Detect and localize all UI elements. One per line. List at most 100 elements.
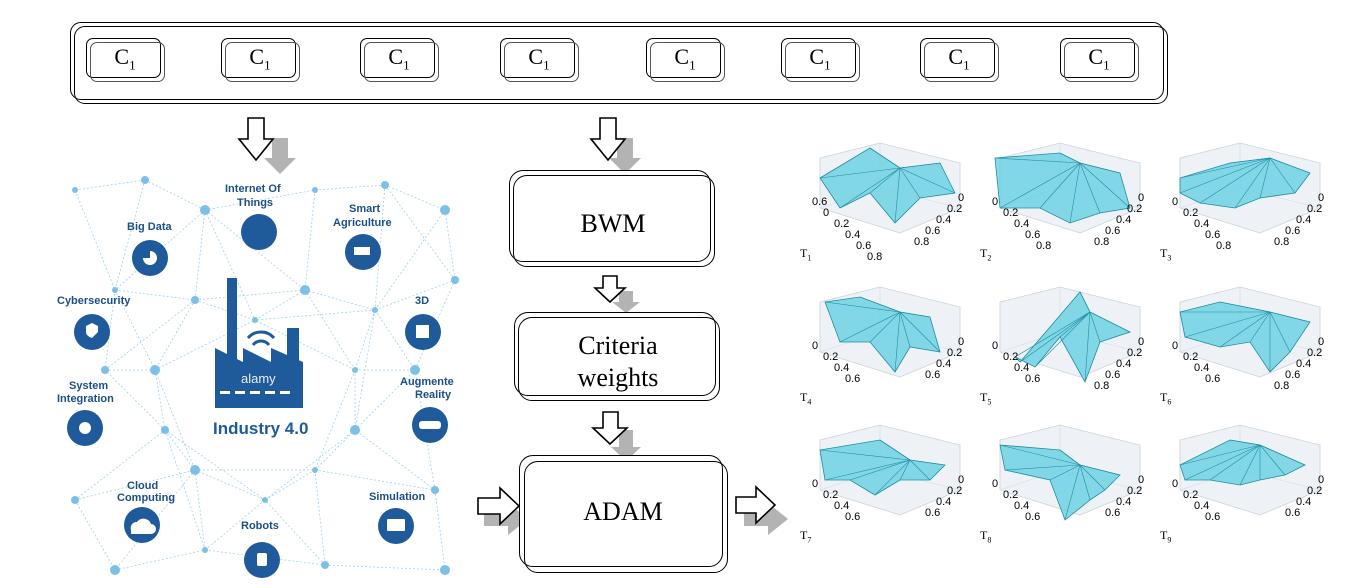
tick-label-left: 0.6	[1205, 373, 1221, 385]
network-node	[101, 366, 109, 374]
simulation-label: Simulation	[369, 491, 426, 503]
network-node	[190, 465, 200, 475]
criterion-box: C1	[781, 38, 860, 82]
tick-label-right: 0.6	[1105, 225, 1121, 237]
tick-label-right: 0.4	[936, 358, 952, 370]
network-node	[262, 497, 268, 503]
plot-label: T9	[1160, 528, 1172, 545]
cloud-label-2: Computing	[117, 492, 175, 504]
criteria-container	[70, 22, 1164, 100]
tick-label-right: 0.4	[936, 214, 952, 226]
tick-label-left: 0.4	[1194, 500, 1210, 512]
industry-center-label: Industry 4.0	[213, 419, 308, 438]
tick-label-right: 0	[1138, 192, 1145, 204]
network-node	[350, 425, 360, 435]
tick-label-left: 0.2	[1003, 489, 1019, 501]
criterion-box: C1	[360, 38, 439, 82]
tick-label-left: 0	[1172, 478, 1179, 490]
tick-label-right: 0.8	[1094, 236, 1110, 248]
tick-label-right: 0.2	[947, 203, 963, 215]
agriculture-label-1: Smart	[349, 203, 381, 215]
tick-label-left: 0.8	[1036, 240, 1052, 252]
big-data-label: Big Data	[127, 221, 173, 233]
plot-label: T7	[800, 528, 812, 545]
tick-label-left: 0.4	[1014, 500, 1030, 512]
tick-label-left: 0.4	[1194, 362, 1210, 374]
criterion-label: C1	[809, 44, 831, 73]
tick-label-right: 0.6	[925, 369, 941, 381]
plot-label: T5	[980, 390, 992, 407]
plot-label: T1	[800, 246, 812, 263]
criterion-label: C1	[674, 44, 696, 73]
tick-label-left: 0	[823, 207, 830, 219]
tick-label-left: 0.4	[1014, 362, 1030, 374]
network-node	[312, 187, 318, 193]
tick-label-right: 0.4	[1116, 358, 1132, 370]
tick-label-right: 0	[1318, 474, 1325, 486]
tick-label-left: 0.4	[845, 229, 861, 241]
criterion-box: C1	[920, 38, 999, 82]
tick-label-right: 0	[1318, 336, 1325, 348]
tick-label-right: 0.2	[947, 347, 963, 359]
network-node	[451, 276, 459, 284]
network-node	[150, 365, 160, 375]
arrow-shadow-mid3	[611, 430, 641, 461]
plot-label: T4	[800, 390, 812, 407]
criteria-weights-label-1: Criteria	[578, 331, 658, 360]
augmented-reality-label-2: Reality	[415, 389, 452, 401]
tick-label-left: 0.2	[834, 218, 850, 230]
tick-label-right: 0.6	[1105, 369, 1121, 381]
tick-label-left: 0	[992, 478, 999, 490]
network-node	[312, 467, 318, 473]
plot-label: T3	[1160, 246, 1172, 263]
tick-label-right: 0.4	[1296, 358, 1312, 370]
tick-label-right: 0	[1138, 474, 1145, 486]
3d-label: 3D	[415, 295, 429, 307]
criterion-box: C1	[86, 38, 165, 82]
network-node	[200, 205, 210, 215]
tick-label-left: 0.8	[867, 251, 883, 263]
tick-label-left: 0	[812, 478, 819, 490]
system-integration-label-2: Integration	[57, 393, 114, 405]
industry-illustration: alamy Industry 4.0 Internet Of Things Bi…	[57, 176, 459, 578]
tick-label-left: 0.8	[1216, 240, 1232, 252]
tick-label-left: 0.6	[845, 511, 861, 523]
tick-label-left: 0.6	[845, 373, 861, 385]
tick-label-right: 0.4	[1116, 214, 1132, 226]
tick-label-right: 0	[958, 192, 965, 204]
arrow-shadow-left	[264, 138, 296, 174]
network-node	[440, 205, 450, 215]
robots-label: Robots	[241, 520, 279, 532]
iot-label-1: Internet Of	[225, 183, 281, 195]
tick-label-left: 0.6	[856, 240, 872, 252]
tick-label-left: 0	[992, 196, 999, 208]
tick-label-right: 0.6	[1285, 507, 1301, 519]
tick-label-left: 0.2	[1003, 351, 1019, 363]
criterion-box: C1	[646, 38, 725, 82]
network-node	[71, 496, 79, 504]
iot-label-2: Things	[237, 197, 273, 209]
tick-label-left: 0.4	[1194, 218, 1210, 230]
network-node	[141, 176, 149, 184]
plot-label: T2	[980, 246, 992, 263]
iot-icon	[241, 214, 277, 250]
tick-label-left: 0	[1172, 196, 1179, 208]
tick-label-right: 0.2	[947, 485, 963, 497]
tick-label-right: 0	[958, 336, 965, 348]
tick-label-left: 0.2	[1003, 207, 1019, 219]
arrow-right-out	[735, 485, 777, 525]
tick-label-right: 0.2	[1307, 347, 1323, 359]
cybersecurity-label: Cybersecurity	[57, 295, 131, 307]
arrow-down-mid	[589, 117, 627, 162]
tick-label-right: 0.8	[1274, 236, 1290, 248]
network-node	[352, 367, 358, 373]
tick-label-right: 0.6	[925, 225, 941, 237]
tick-label-left: 0.6	[1205, 511, 1221, 523]
tick-label-right: 0.4	[936, 496, 952, 508]
criterion-label: C1	[528, 44, 550, 73]
criterion-label: C1	[114, 44, 136, 73]
network-node	[72, 187, 78, 193]
